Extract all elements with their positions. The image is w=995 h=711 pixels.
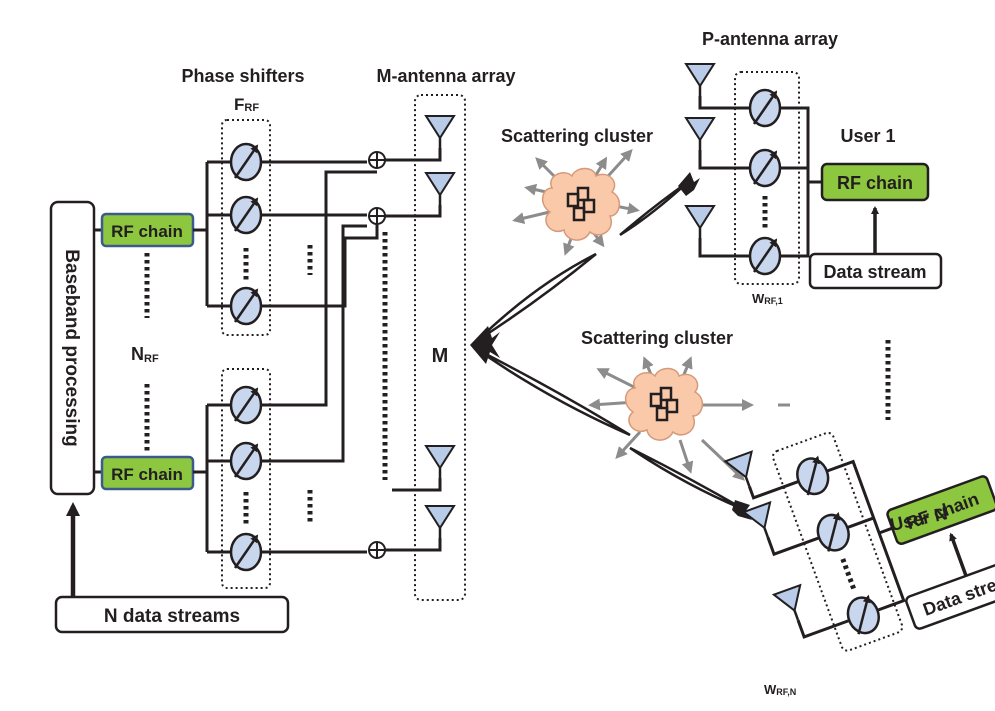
m-label: M bbox=[432, 345, 449, 367]
phase-shifter bbox=[231, 144, 261, 180]
antenna-icon bbox=[424, 114, 456, 150]
phase-shifter bbox=[843, 593, 884, 637]
phase-shifter bbox=[813, 511, 854, 555]
scattering-cluster-2 bbox=[588, 356, 790, 481]
antenna-icon bbox=[684, 116, 716, 152]
user-n-group: RF chain Data stream bbox=[724, 431, 995, 652]
user-n-phase-shifter-group bbox=[771, 431, 904, 652]
antenna-icon bbox=[424, 171, 456, 207]
scattering-cluster-label: Scattering cluster bbox=[581, 328, 733, 348]
n-data-streams-label: N data streams bbox=[104, 606, 240, 627]
antenna-icon bbox=[424, 504, 456, 540]
phase-shifter bbox=[231, 288, 261, 324]
n-data-streams-block bbox=[54, 595, 290, 634]
beam-to-user-1 bbox=[619, 172, 700, 237]
antenna-icon bbox=[424, 444, 456, 480]
scattering-cluster-1 bbox=[512, 149, 640, 256]
phase-shifter bbox=[750, 150, 780, 186]
rf-chain-bottom: RF chain bbox=[94, 455, 195, 491]
baseband-processing-label: Baseband processing bbox=[61, 249, 82, 446]
user-n-rf-chain bbox=[886, 475, 995, 545]
phase-shifter-group-top bbox=[221, 119, 271, 336]
phase-shifter bbox=[231, 534, 261, 570]
antenna-icon bbox=[684, 62, 716, 98]
rf-chain-label: RF chain bbox=[111, 465, 183, 484]
antenna-icon bbox=[742, 501, 783, 544]
combiner bbox=[368, 207, 386, 225]
phase-shifters-label: Phase shifters bbox=[181, 66, 304, 86]
phase-shifter-group-bottom bbox=[221, 368, 271, 589]
antenna-icon bbox=[724, 450, 764, 493]
phase-shifter bbox=[750, 90, 780, 126]
combiner bbox=[368, 151, 386, 169]
user-1-label: User 1 bbox=[840, 126, 895, 146]
beam-bs-origin bbox=[470, 326, 500, 364]
user-1-phase-shifter-group bbox=[734, 71, 800, 285]
rf-chain-label: RF chain bbox=[111, 222, 183, 241]
beam-to-cluster-1 bbox=[477, 252, 597, 342]
user-1-rf-chain bbox=[820, 162, 930, 202]
phase-shifter bbox=[231, 387, 261, 423]
combiner bbox=[368, 541, 386, 559]
scattering-cluster-label: Scattering cluster bbox=[501, 126, 653, 146]
phase-shifter-dots bbox=[840, 558, 857, 590]
w-rf-n-label: WRF,N bbox=[764, 682, 796, 697]
f-rf-label: FRF bbox=[234, 95, 259, 114]
m-antenna-array-label: M-antenna array bbox=[376, 66, 515, 86]
beam-to-cluster-2 bbox=[477, 348, 631, 437]
p-antenna-array-label: P-antenna array bbox=[702, 29, 838, 49]
antenna-icon bbox=[684, 204, 716, 240]
phase-shifter bbox=[231, 197, 261, 233]
data-stream-arrow bbox=[949, 532, 968, 577]
baseband-processing-block bbox=[49, 200, 96, 496]
rf-chain-label: RF chain bbox=[837, 173, 913, 193]
phase-shifter bbox=[750, 238, 780, 274]
rf-chain-top: RF chain bbox=[94, 212, 195, 248]
data-stream-label: Data stream bbox=[823, 262, 926, 282]
n-rf-label: NRF bbox=[131, 344, 159, 365]
w-rf-1-label: WRF,1 bbox=[752, 291, 783, 306]
phase-shifter bbox=[231, 443, 261, 479]
antenna-icon bbox=[772, 583, 813, 627]
phase-shifter bbox=[792, 454, 833, 498]
